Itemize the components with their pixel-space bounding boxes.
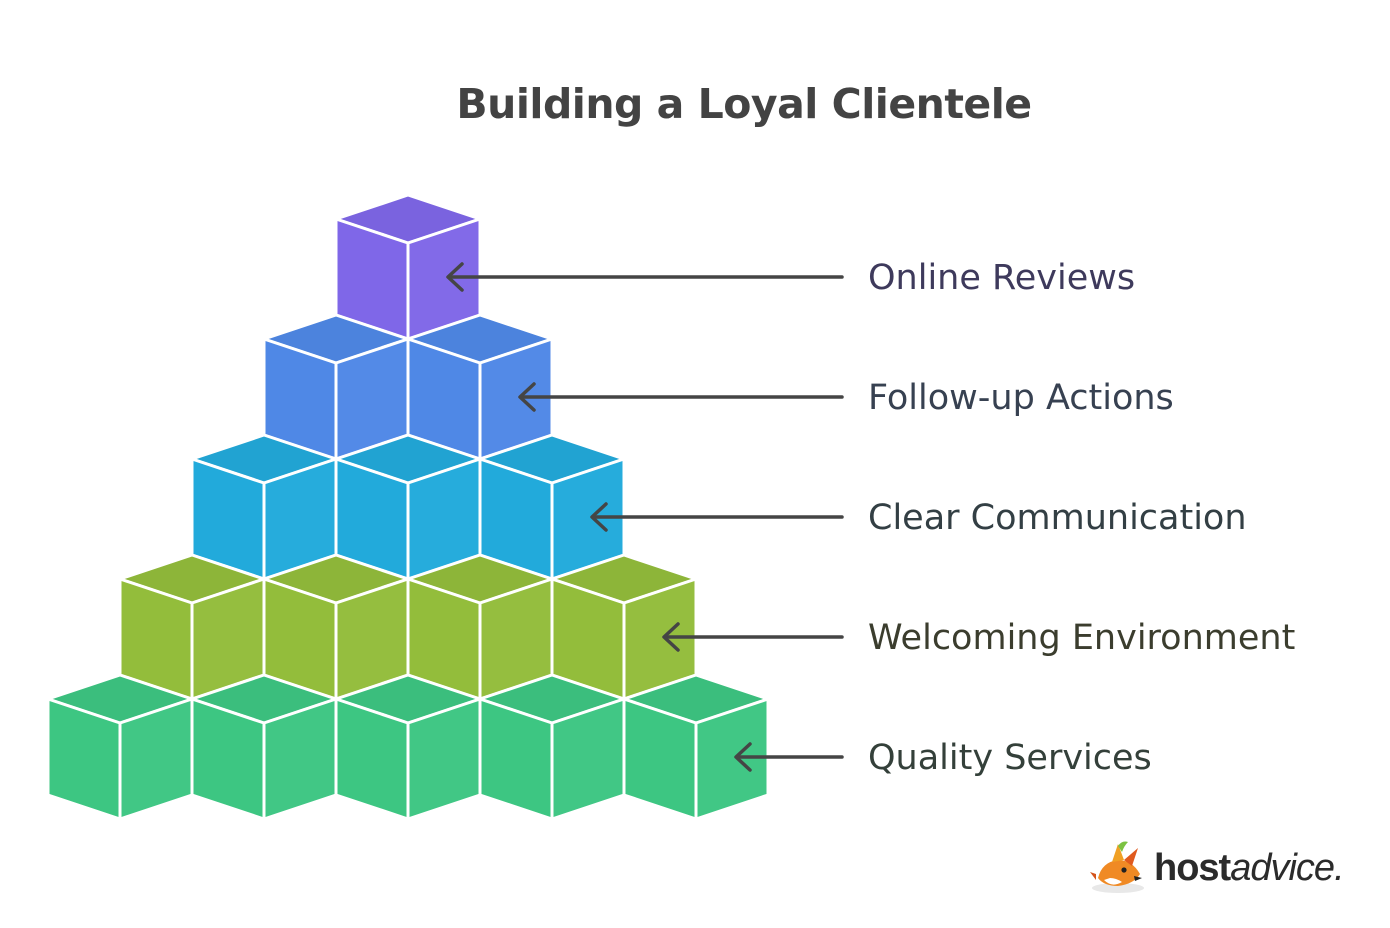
tier-5-arrow <box>734 742 844 772</box>
tier-4-label: Welcoming Environment <box>868 618 1295 658</box>
page-title: Building a Loyal Clientele <box>456 80 1032 128</box>
cube-block <box>334 673 482 821</box>
cube-block <box>622 673 770 821</box>
cube-block <box>262 313 410 461</box>
brand-name-bold: host <box>1154 847 1231 889</box>
cube-block <box>118 553 266 701</box>
tier-5-blocks <box>46 673 770 821</box>
brand-name-light: advice. <box>1230 847 1344 889</box>
cube-block <box>550 553 698 701</box>
tier-1-blocks <box>334 193 482 341</box>
tier-3-arrow <box>590 502 844 532</box>
tier-1-label: Online Reviews <box>868 258 1135 298</box>
hostadvice-logo: hostadvice. <box>1088 838 1358 900</box>
cube-block <box>262 553 410 701</box>
tier-5-label: Quality Services <box>868 738 1152 778</box>
tier-2-arrow <box>518 382 844 412</box>
fox-icon <box>1090 841 1144 893</box>
cube-block <box>46 673 194 821</box>
cube-block <box>334 433 482 581</box>
tier-3-label: Clear Communication <box>868 498 1247 538</box>
tier-2-label: Follow-up Actions <box>868 378 1174 418</box>
tier-2-blocks <box>262 313 554 461</box>
cube-block <box>190 673 338 821</box>
cube-block <box>406 553 554 701</box>
tier-4-arrow <box>662 622 844 652</box>
tier-1-arrow <box>446 262 844 292</box>
cube-block <box>334 193 482 341</box>
cube-block <box>406 313 554 461</box>
cube-block <box>478 673 626 821</box>
cube-block <box>190 433 338 581</box>
tier-3-blocks <box>190 433 626 581</box>
